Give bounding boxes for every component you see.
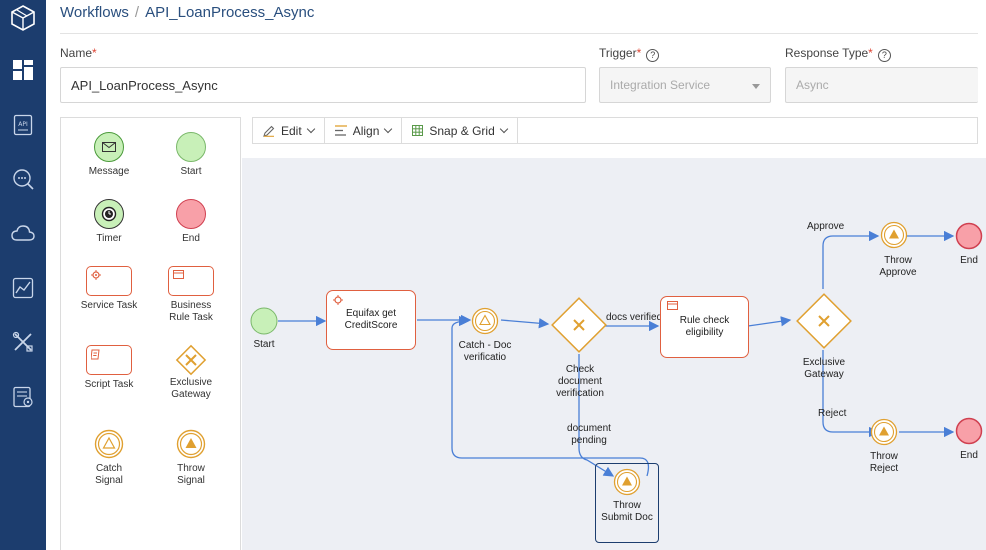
chevron-down-icon xyxy=(499,124,508,134)
flow-label-document-pending: document pending xyxy=(567,423,611,446)
api-icon[interactable]: API xyxy=(8,111,38,139)
align-menu-button[interactable]: Align xyxy=(325,118,403,143)
palette-item-message[interactable]: Message xyxy=(74,132,144,178)
edit-menu-button[interactable]: Edit xyxy=(253,118,325,143)
flow-loop-to-catch xyxy=(451,315,650,477)
response-type-select: Async xyxy=(785,67,978,103)
app-logo-icon[interactable] xyxy=(8,4,38,32)
tools-icon[interactable] xyxy=(8,328,38,356)
trigger-select: Integration Service xyxy=(599,67,771,103)
breadcrumb-separator: / xyxy=(134,4,140,21)
gateway-check-label: Check document verification xyxy=(556,364,604,399)
start-event-label: Start xyxy=(253,339,275,350)
end-event-icon xyxy=(176,199,206,229)
flow-label-docs-verified: docs verified xyxy=(606,312,663,323)
trigger-field-label: Trigger*? xyxy=(599,46,660,62)
gateway-exclusive-label: Exclusive Gateway xyxy=(802,357,846,380)
align-icon xyxy=(334,125,347,136)
breadcrumb: Workflows / API_LoanProcess_Async xyxy=(60,4,314,21)
pencil-icon xyxy=(263,125,275,137)
name-input[interactable]: API_LoanProcess_Async xyxy=(60,67,586,103)
task-equifax-creditscore[interactable]: Equifax get CreditScore xyxy=(326,290,416,350)
chat-search-icon[interactable] xyxy=(8,165,38,193)
throw-approve-label: Throw Approve xyxy=(879,255,917,278)
flow-label-reject: Reject xyxy=(818,408,847,419)
signal-throw-icon xyxy=(176,429,206,459)
throw-reject-label: Throw Reject xyxy=(869,451,899,474)
left-nav-rail: API xyxy=(0,0,46,550)
throw-submit-label: Throw Submit Doc xyxy=(601,500,653,523)
flow-document-pending xyxy=(578,354,615,477)
end-event-label-2: End xyxy=(960,450,978,461)
end-event-label-1: End xyxy=(960,255,978,266)
flow-catch-to-check xyxy=(500,318,550,329)
workflow-canvas[interactable]: Start Equifax get CreditScore Catch - Do… xyxy=(242,158,986,550)
docs-settings-icon[interactable] xyxy=(8,383,38,411)
breadcrumb-current: API_LoanProcess_Async xyxy=(145,4,315,21)
envelope-icon xyxy=(94,132,124,162)
catch-signal-label: Catch - Doc verificatio xyxy=(458,340,512,363)
chevron-down-icon xyxy=(752,84,760,89)
palette-item-business-rule-task[interactable]: Business Rule Task xyxy=(156,266,226,324)
trigger-help-icon[interactable]: ? xyxy=(646,49,660,62)
svg-text:API: API xyxy=(18,121,28,128)
header-divider xyxy=(60,33,978,34)
palette-item-catch-signal[interactable]: Catch Signal xyxy=(74,429,144,487)
response-type-value: Async xyxy=(796,78,829,92)
palette-item-start[interactable]: Start xyxy=(156,132,226,178)
canvas-toolbar: Edit Align Snap & Grid xyxy=(252,117,978,144)
palette-item-end[interactable]: End xyxy=(156,199,226,245)
breadcrumb-root-link[interactable]: Workflows xyxy=(60,4,129,21)
task-rule-check-eligibility[interactable]: Rule check eligibility xyxy=(660,296,749,358)
chevron-down-icon xyxy=(306,124,315,134)
gateway-x-icon xyxy=(174,343,208,377)
cloud-icon[interactable] xyxy=(8,219,38,247)
response-type-field-label: Response Type*? xyxy=(785,46,891,62)
rule-table-icon xyxy=(168,266,214,296)
flow-reject xyxy=(822,350,880,438)
name-field-label: Name* xyxy=(60,46,97,60)
flow-rule-to-exclusive xyxy=(747,316,792,327)
palette-item-exclusive-gateway[interactable]: Exclusive Gateway xyxy=(156,343,226,401)
palette-item-timer[interactable]: Timer xyxy=(74,199,144,245)
grid-icon xyxy=(412,125,424,136)
selection-frame xyxy=(595,463,659,543)
sequence-flows xyxy=(278,230,955,477)
snap-grid-menu-button[interactable]: Snap & Grid xyxy=(402,118,518,143)
response-type-help-icon[interactable]: ? xyxy=(877,49,891,62)
element-palette: Message Start Timer End Service Task Bus… xyxy=(60,117,241,550)
dashboard-icon[interactable] xyxy=(8,56,38,84)
flow-label-approve: Approve xyxy=(807,221,845,232)
trigger-select-value: Integration Service xyxy=(610,78,711,92)
gear-icon xyxy=(86,266,132,296)
signal-catch-icon xyxy=(94,429,124,459)
chevron-down-icon xyxy=(384,124,393,134)
flow-approve xyxy=(822,230,880,289)
palette-item-service-task[interactable]: Service Task xyxy=(74,266,144,312)
clock-icon xyxy=(94,199,124,229)
analytics-icon[interactable] xyxy=(8,274,38,302)
palette-item-script-task[interactable]: Script Task xyxy=(74,345,144,391)
palette-item-throw-signal[interactable]: Throw Signal xyxy=(156,429,226,487)
script-icon xyxy=(86,345,132,375)
name-input-value: API_LoanProcess_Async xyxy=(71,77,218,93)
start-event-icon xyxy=(176,132,206,162)
